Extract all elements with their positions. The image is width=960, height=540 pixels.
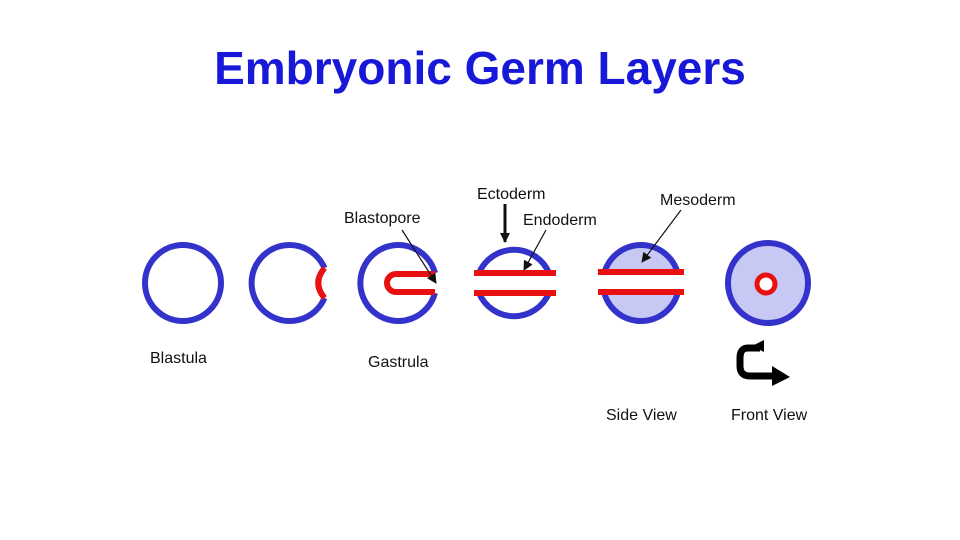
page-title: Embryonic Germ Layers <box>214 42 746 94</box>
early-gastrula-stage <box>248 242 328 324</box>
early-invagination-layer <box>315 266 327 300</box>
blastopore-label: Blastopore <box>344 210 421 227</box>
gastrula-outline <box>357 242 438 324</box>
mesoderm-arrow <box>641 209 682 263</box>
gastrula-label: Gastrula <box>368 354 429 371</box>
lower-half-outline <box>476 291 552 320</box>
blastula-label: Blastula <box>150 350 207 367</box>
front-view-gut-ring <box>754 272 778 296</box>
layered-stage <box>474 246 556 320</box>
blastopore-arrow <box>401 229 437 284</box>
upper-half-outline <box>476 246 552 275</box>
rotation-arrow-icon <box>736 340 790 386</box>
blastula-circle <box>142 242 224 324</box>
ectoderm-label: Ectoderm <box>477 186 545 203</box>
side-view-label: Side View <box>606 407 677 424</box>
gastrula-stage <box>357 242 438 324</box>
endoderm-label: Endoderm <box>523 212 597 229</box>
side-view-gap <box>596 274 686 292</box>
front-view-stage <box>725 240 811 326</box>
side-view-stage <box>596 242 686 324</box>
archenteron-layer <box>384 271 435 295</box>
front-view-label: Front View <box>731 407 808 424</box>
mesoderm-label: Mesoderm <box>660 192 736 209</box>
early-gastrula-outline <box>248 242 328 324</box>
endoderm-arrow <box>523 229 547 271</box>
